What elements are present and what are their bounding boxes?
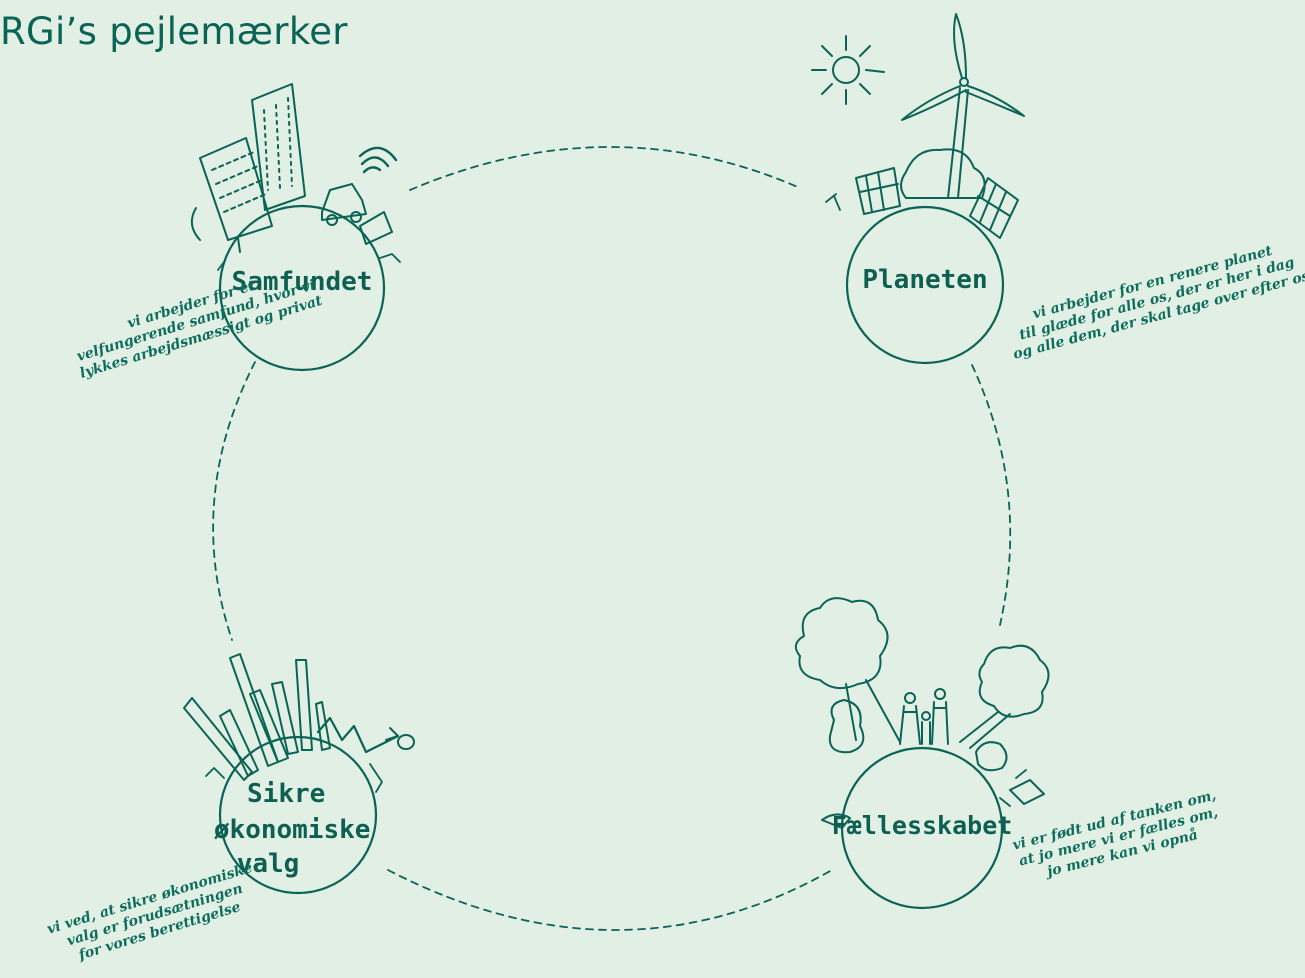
trend-arrow-icon bbox=[316, 716, 400, 754]
node-okonomi: Sikre økonomiske valg bbox=[183, 653, 415, 895]
tree-icon bbox=[959, 644, 1050, 772]
node-faellesskabet: Fællesskabet bbox=[794, 597, 1050, 910]
sun-icon bbox=[811, 35, 885, 105]
wind-turbine-icon bbox=[901, 13, 1025, 199]
tree-icon bbox=[794, 597, 901, 754]
tree-icon bbox=[900, 148, 986, 199]
globe-okonomi bbox=[218, 735, 378, 895]
solar-panel-icon bbox=[855, 167, 1019, 239]
node-label-okonomi-line-3: valg bbox=[237, 849, 300, 879]
arc-right bbox=[971, 364, 1012, 626]
globe-planeten bbox=[845, 205, 1005, 365]
page-title: RGi’s pejlemærker bbox=[0, 10, 348, 53]
arc-left bbox=[212, 361, 256, 641]
node-label-planeten: Planeten bbox=[862, 265, 987, 295]
node-label-okonomi: Sikre økonomiske valg bbox=[214, 779, 386, 879]
people-icon bbox=[899, 688, 949, 745]
wifi-icon bbox=[358, 146, 398, 174]
node-label-samfundet: Samfundet bbox=[232, 267, 373, 297]
node-label-faellesskabet: Fællesskabet bbox=[832, 811, 1013, 840]
node-label-okonomi-line-1: Sikre bbox=[247, 779, 325, 809]
node-planeten: Planeten bbox=[811, 13, 1025, 365]
magnifier-icon bbox=[397, 734, 415, 750]
arc-top bbox=[409, 146, 801, 191]
car-icon bbox=[321, 183, 393, 245]
bar-chart-icon bbox=[183, 653, 331, 781]
building-icon bbox=[190, 83, 306, 253]
arc-bottom bbox=[387, 869, 833, 931]
node-samfundet: Samfundet bbox=[190, 83, 401, 372]
node-label-okonomi-line-2: økonomiske bbox=[214, 815, 371, 845]
connector-arcs bbox=[212, 146, 1012, 931]
globe-samfundet bbox=[218, 204, 386, 372]
